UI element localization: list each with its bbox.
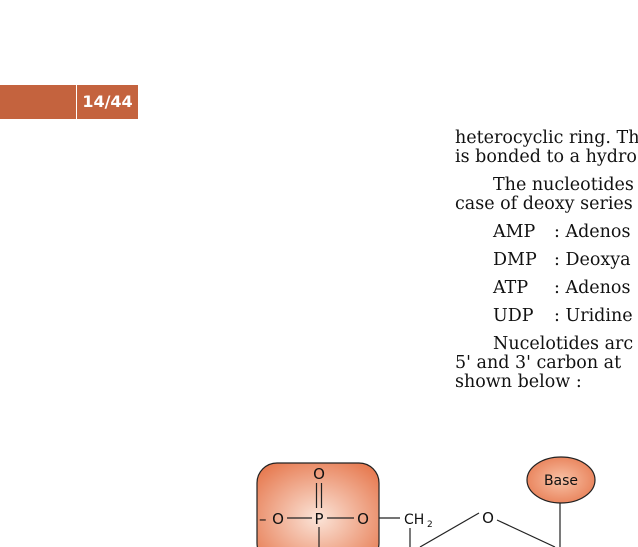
text-line: 5' and 3' carbon at — [455, 353, 622, 373]
abbreviation-desc: : Deoxya — [554, 250, 631, 270]
phosphate-p: P — [314, 510, 323, 528]
nucleotide-diagram: O – O P O CH 2 O Base — [256, 456, 596, 547]
ch2-label: CH — [404, 512, 424, 528]
phosphate-o-left: O — [272, 510, 284, 528]
abbreviation-code: ATP — [493, 278, 529, 298]
abbreviation-row: ATP : Adenos — [455, 279, 638, 298]
phosphate-o-right: O — [357, 510, 369, 528]
abbreviation-code: UDP — [493, 306, 534, 326]
text-line: Nucelotides arc — [493, 334, 634, 354]
body-text: heterocyclic ring. Th is bonded to a hyd… — [455, 129, 638, 392]
page-number: 14/44 — [77, 85, 138, 119]
text-line: is bonded to a hydro — [455, 147, 637, 167]
abbreviation-row: AMP : Adenos — [455, 223, 638, 242]
text-line: The nucleotides — [493, 175, 634, 195]
ring-edge — [419, 512, 480, 547]
ring-oxygen: O — [482, 509, 494, 527]
phosphate-group-box — [256, 462, 380, 547]
abbreviation-desc: : Adenos — [554, 222, 631, 242]
ring-edge — [496, 519, 556, 547]
abbreviation-code: DMP — [493, 250, 537, 270]
base-label: Base — [544, 473, 578, 489]
page-header-bar — [0, 85, 76, 119]
abbreviation-desc: : Uridine — [554, 306, 633, 326]
ch2-subscript: 2 — [427, 520, 433, 530]
text-line: heterocyclic ring. Th — [455, 128, 638, 148]
abbreviation-row: DMP : Deoxya — [455, 251, 638, 270]
abbreviation-row: UDP : Uridine — [455, 307, 638, 326]
text-line: shown below : — [455, 372, 582, 392]
abbreviation-code: AMP — [493, 222, 536, 242]
phosphate-o-top: O — [313, 465, 325, 483]
phosphate-left-dash: – — [259, 510, 267, 528]
base-ellipse — [526, 456, 596, 504]
text-line: case of deoxy series — [455, 194, 633, 214]
abbreviation-desc: : Adenos — [554, 278, 631, 298]
